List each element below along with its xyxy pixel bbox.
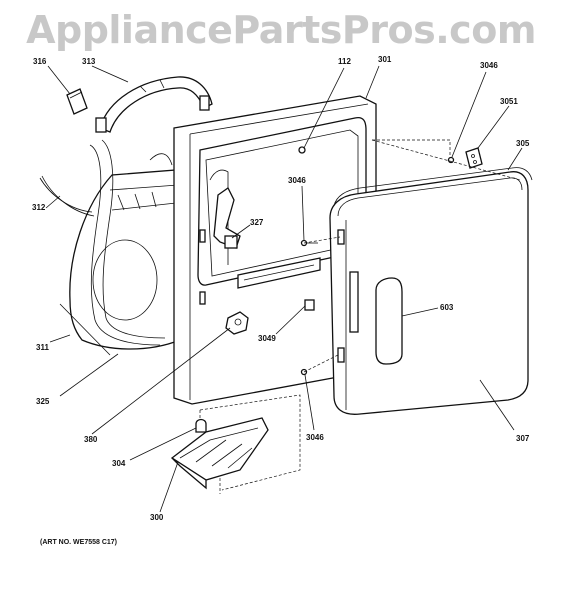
part-313-bracket [95,76,213,133]
callout-327: 327 [250,218,264,227]
part-311-duct [69,169,181,350]
part-603-handle [375,277,403,365]
part-3049-latch [304,299,315,311]
part-3051-strike [465,147,483,169]
callout-316: 316 [33,57,47,66]
callout-3051: 3051 [500,97,518,106]
callout-325: 325 [36,397,50,406]
part-112-screw [298,146,306,154]
callout-3046-middle: 3046 [288,176,306,185]
callout-112: 112 [338,57,351,66]
callout-312: 312 [32,203,46,212]
callout-300: 300 [150,513,164,522]
leader-lines [45,65,523,513]
part-307-outer-door [329,171,529,415]
part-300-filter [170,417,269,490]
part-327-bracket [213,187,241,249]
part-301-door-panel [173,95,377,405]
part-380-switch [225,311,249,335]
callout-labels: 316 313 112 301 3046 3051 305 3046 327 3… [32,55,530,522]
callout-380: 380 [84,435,98,444]
callout-313: 313 [82,57,96,66]
art-number: (ART NO. WE7558 C17) [40,539,117,546]
callout-3046-bottom: 3046 [306,433,324,442]
part-325-gasket [59,139,166,356]
callout-304: 304 [112,459,126,468]
callout-305: 305 [516,139,530,148]
watermark: AppliancePartsPros.com [26,8,536,52]
callout-3046-top: 3046 [480,61,498,70]
callout-307: 307 [516,434,530,443]
part-316-strip [66,88,88,115]
callout-603: 603 [440,303,454,312]
part-304-foot [195,418,207,433]
part-305-seal [333,167,533,207]
callout-301: 301 [378,55,392,64]
assembly-lines [199,139,521,494]
part-312-seal [39,153,173,217]
callout-3049: 3049 [258,334,276,343]
callout-311: 311 [36,343,49,352]
